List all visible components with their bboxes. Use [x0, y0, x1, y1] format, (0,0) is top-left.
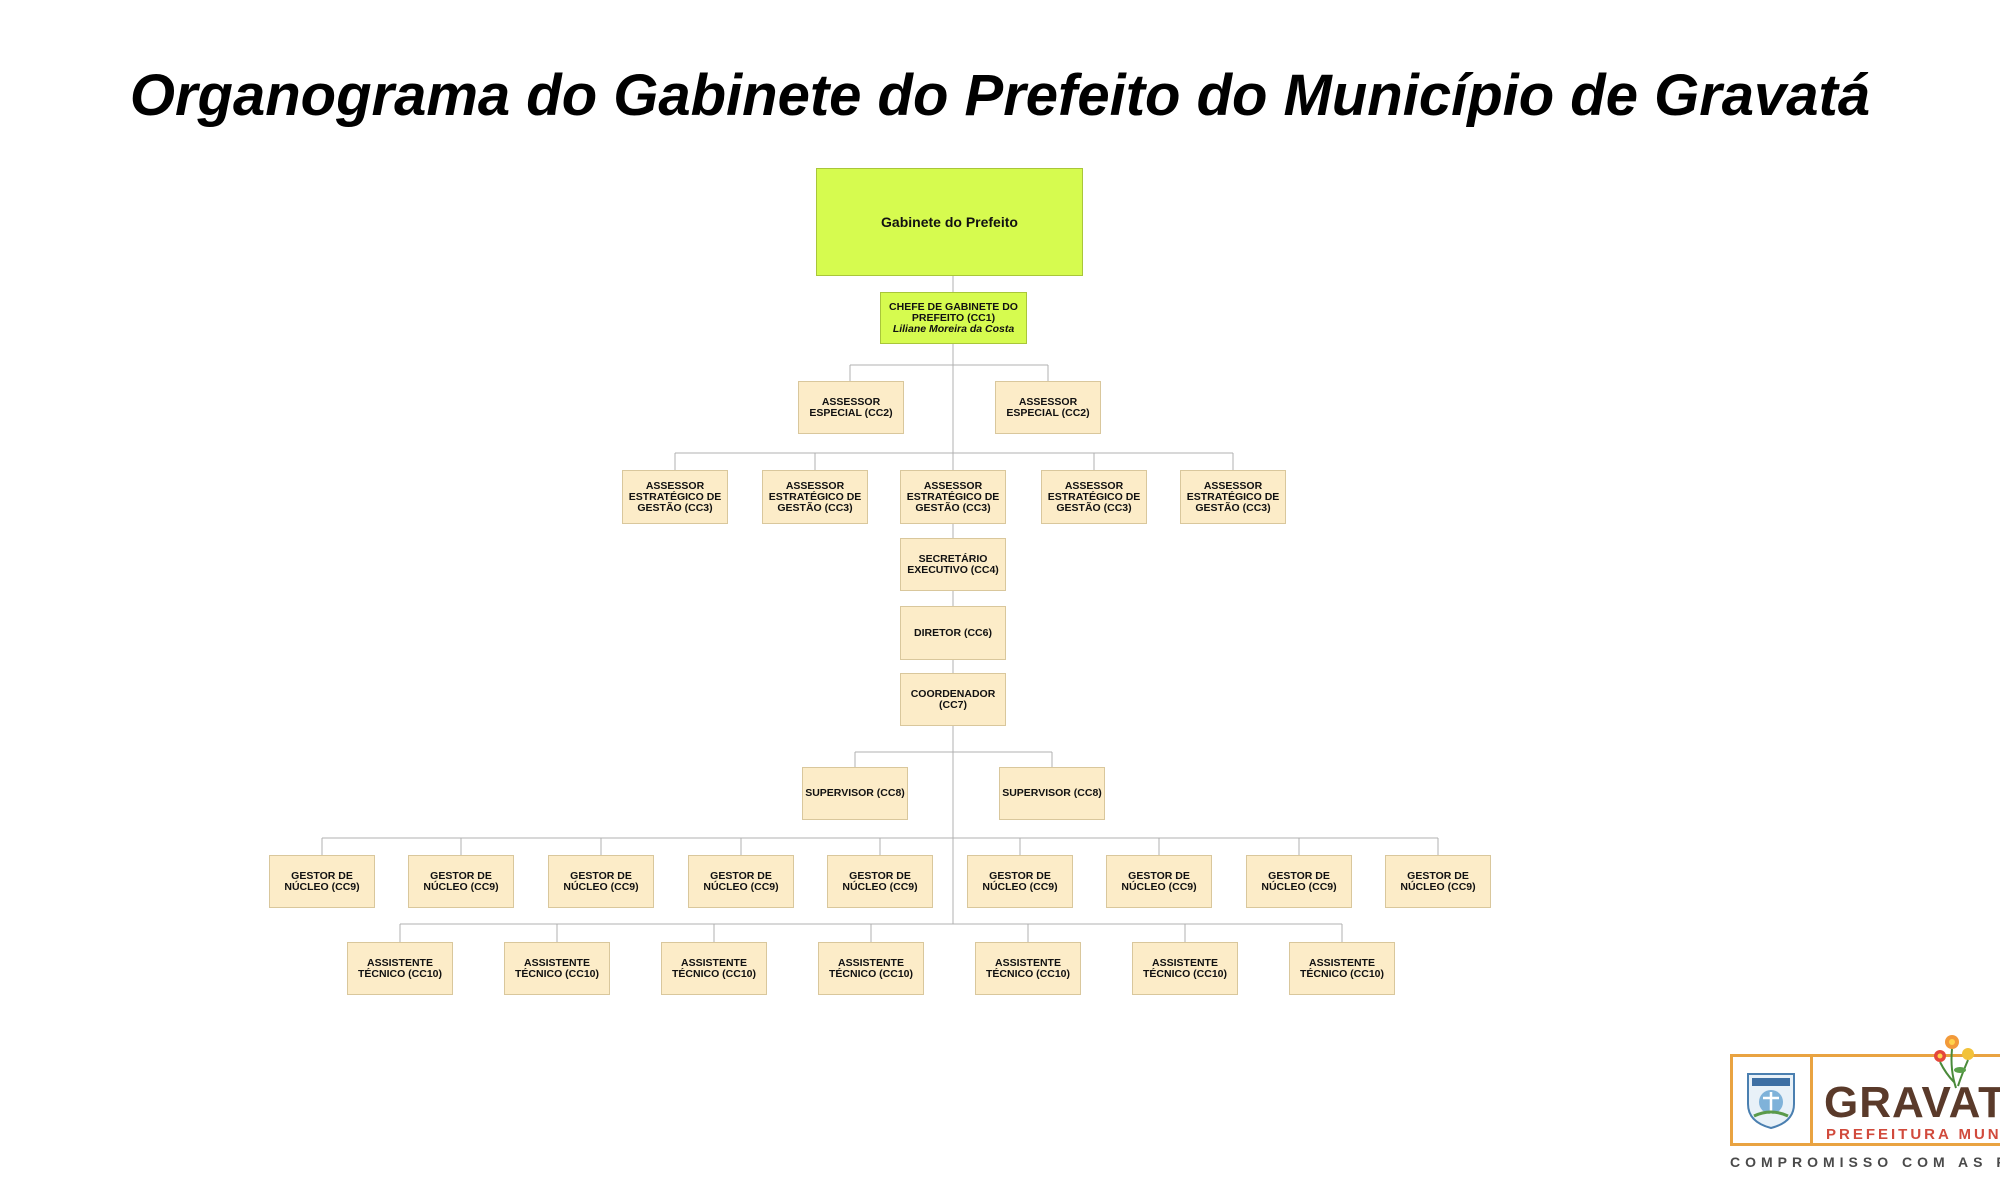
- node-label: ASSESSOR ESTRATÉGICO DE GESTÃO (CC3): [906, 479, 1000, 514]
- node-assistente-tecnico: ASSISTENTE TÉCNICO (CC10): [975, 942, 1081, 995]
- node-label: ASSISTENTE TÉCNICO (CC10): [514, 956, 599, 980]
- node-assessor-estrategico: ASSESSOR ESTRATÉGICO DE GESTÃO (CC3): [1041, 470, 1147, 524]
- node-gestor-de-nucleo: GESTOR DE NÚCLEO (CC9): [967, 855, 1073, 908]
- node-label: ASSESSOR ESTRATÉGICO DE GESTÃO (CC3): [628, 479, 722, 514]
- node-gestor-de-nucleo: GESTOR DE NÚCLEO (CC9): [827, 855, 933, 908]
- node-gestor-de-nucleo: GESTOR DE NÚCLEO (CC9): [1385, 855, 1491, 908]
- node-label: SUPERVISOR (CC8): [1002, 787, 1102, 799]
- node-label: SUPERVISOR (CC8): [805, 787, 905, 799]
- node-label: COORDENADOR (CC7): [910, 687, 996, 711]
- node-coordenador: COORDENADOR (CC7): [900, 673, 1006, 726]
- node-label: GESTOR DE NÚCLEO (CC9): [1261, 869, 1337, 893]
- logo-divider: [1810, 1054, 1813, 1146]
- node-label: ASSESSOR ESPECIAL (CC2): [1006, 395, 1090, 419]
- node-label: ASSISTENTE TÉCNICO (CC10): [1299, 956, 1384, 980]
- node-label: GESTOR DE NÚCLEO (CC9): [703, 869, 779, 893]
- node-person-name: Liliane Moreira da Costa: [892, 322, 1015, 335]
- node-label: GESTOR DE NÚCLEO (CC9): [563, 869, 639, 893]
- node-assistente-tecnico: ASSISTENTE TÉCNICO (CC10): [1132, 942, 1238, 995]
- node-chefe-de-gabinete: CHEFE DE GABINETE DO PREFEITO (CC1) Lili…: [880, 292, 1027, 344]
- node-label: GESTOR DE NÚCLEO (CC9): [1121, 869, 1197, 893]
- logo-frame: [1730, 1054, 2000, 1146]
- node-gestor-de-nucleo: GESTOR DE NÚCLEO (CC9): [1106, 855, 1212, 908]
- flower-icon: [1934, 1035, 1974, 1089]
- node-label: GESTOR DE NÚCLEO (CC9): [423, 869, 499, 893]
- node-assistente-tecnico: ASSISTENTE TÉCNICO (CC10): [818, 942, 924, 995]
- node-label: GESTOR DE NÚCLEO (CC9): [982, 869, 1058, 893]
- node-label: GESTOR DE NÚCLEO (CC9): [1400, 869, 1476, 893]
- node-label: GESTOR DE NÚCLEO (CC9): [284, 869, 360, 893]
- node-assessor-especial: ASSESSOR ESPECIAL (CC2): [995, 381, 1101, 434]
- node-label: CHEFE DE GABINETE DO PREFEITO (CC1): [889, 300, 1018, 324]
- node-diretor: DIRETOR (CC6): [900, 606, 1006, 660]
- node-label: ASSESSOR ESTRATÉGICO DE GESTÃO (CC3): [1186, 479, 1280, 514]
- node-assessor-estrategico: ASSESSOR ESTRATÉGICO DE GESTÃO (CC3): [622, 470, 728, 524]
- node-gestor-de-nucleo: GESTOR DE NÚCLEO (CC9): [408, 855, 514, 908]
- gravata-logo: GRAVATÁ PREFEITURA MUNICIPAL COMPROMISSO…: [1728, 1030, 2000, 1200]
- municipal-seal-icon: [1747, 1073, 1795, 1130]
- node-label: Gabinete do Prefeito: [881, 214, 1018, 230]
- node-gestor-de-nucleo: GESTOR DE NÚCLEO (CC9): [548, 855, 654, 908]
- node-label: ASSESSOR ESPECIAL (CC2): [809, 395, 893, 419]
- node-label: ASSISTENTE TÉCNICO (CC10): [671, 956, 756, 980]
- node-assessor-estrategico: ASSESSOR ESTRATÉGICO DE GESTÃO (CC3): [900, 470, 1006, 524]
- node-label: ASSISTENTE TÉCNICO (CC10): [828, 956, 913, 980]
- logo-tagline-text: COMPROMISSO COM AS PESSOAS: [1730, 1154, 2000, 1170]
- node-supervisor: SUPERVISOR (CC8): [999, 767, 1105, 820]
- node-assistente-tecnico: ASSISTENTE TÉCNICO (CC10): [1289, 942, 1395, 995]
- node-assistente-tecnico: ASSISTENTE TÉCNICO (CC10): [504, 942, 610, 995]
- page-title: Organograma do Gabinete do Prefeito do M…: [129, 63, 1871, 128]
- node-assistente-tecnico: ASSISTENTE TÉCNICO (CC10): [347, 942, 453, 995]
- node-secretario-executivo: SECRETÁRIO EXECUTIVO (CC4): [900, 538, 1006, 591]
- node-assessor-especial: ASSESSOR ESPECIAL (CC2): [798, 381, 904, 434]
- node-assessor-estrategico: ASSESSOR ESTRATÉGICO DE GESTÃO (CC3): [1180, 470, 1286, 524]
- node-label: ASSISTENTE TÉCNICO (CC10): [1142, 956, 1227, 980]
- node-assistente-tecnico: ASSISTENTE TÉCNICO (CC10): [661, 942, 767, 995]
- node-label: ASSISTENTE TÉCNICO (CC10): [985, 956, 1070, 980]
- node-label: GESTOR DE NÚCLEO (CC9): [842, 869, 918, 893]
- node-label: SECRETÁRIO EXECUTIVO (CC4): [907, 552, 999, 576]
- node-assessor-estrategico: ASSESSOR ESTRATÉGICO DE GESTÃO (CC3): [762, 470, 868, 524]
- logo-brand-text: GRAVATÁ: [1824, 1078, 2000, 1127]
- node-gestor-de-nucleo: GESTOR DE NÚCLEO (CC9): [269, 855, 375, 908]
- node-label: DIRETOR (CC6): [914, 626, 992, 639]
- node-gestor-de-nucleo: GESTOR DE NÚCLEO (CC9): [688, 855, 794, 908]
- node-label: ASSISTENTE TÉCNICO (CC10): [357, 956, 442, 980]
- node-gabinete-do-prefeito: Gabinete do Prefeito: [816, 168, 1083, 276]
- node-label: ASSESSOR ESTRATÉGICO DE GESTÃO (CC3): [768, 479, 862, 514]
- node-gestor-de-nucleo: GESTOR DE NÚCLEO (CC9): [1246, 855, 1352, 908]
- node-supervisor: SUPERVISOR (CC8): [802, 767, 908, 820]
- logo-subbrand-text: PREFEITURA MUNICIPAL: [1826, 1126, 2000, 1143]
- node-label: ASSESSOR ESTRATÉGICO DE GESTÃO (CC3): [1047, 479, 1141, 514]
